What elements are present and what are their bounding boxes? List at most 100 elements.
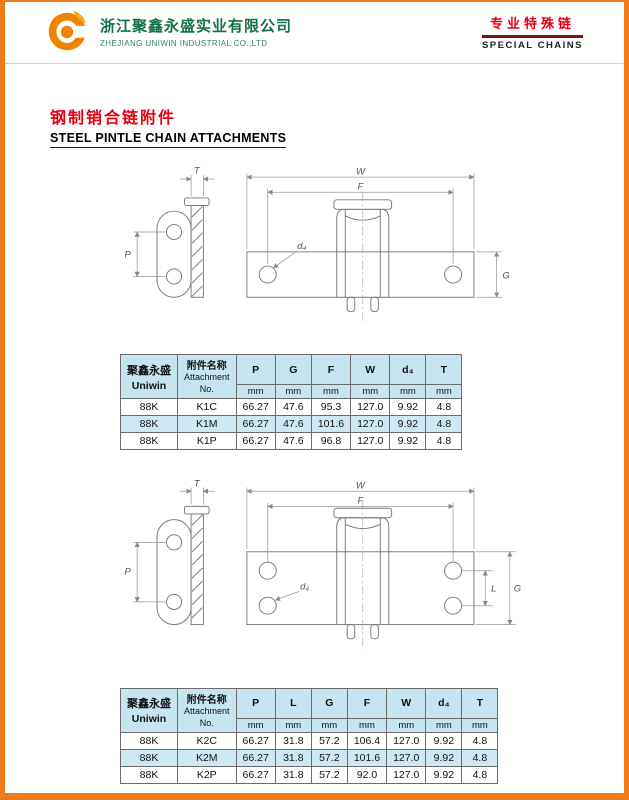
technical-drawing-k2: W F L G d₄ T P — [124, 478, 521, 650]
table-cell: 31.8 — [274, 731, 312, 750]
table-cell: 127.0 — [386, 748, 427, 767]
unit-cell: mm — [235, 383, 276, 399]
page-header: 浙江聚鑫永盛实业有限公司 ZHEJIANG UNIWIN INDUSTRIAL … — [0, 0, 629, 64]
table-cell: 106.4 — [346, 731, 388, 750]
unit-cell: mm — [425, 717, 463, 733]
table-cell: 47.6 — [274, 397, 312, 416]
table-cell: K1C — [177, 397, 237, 416]
table-cell: 9.92 — [425, 765, 463, 784]
dim-label-t: T — [193, 165, 200, 176]
table-cell: 101.6 — [346, 748, 388, 767]
table-cell: K2M — [177, 748, 237, 767]
dim-label-d4: d₄ — [297, 241, 306, 252]
spec-table-k1: 聚鑫永盛 Uniwin 附件名称 Attachment No. P G F W … — [120, 354, 463, 450]
unit-cell: mm — [274, 717, 312, 733]
table-cell: 57.2 — [310, 748, 348, 767]
column-header: G — [274, 354, 312, 385]
dim-label-d4: d₄ — [300, 581, 309, 592]
table-cell: 66.27 — [235, 397, 276, 416]
table-cell: 4.8 — [461, 765, 499, 784]
dim-label-f: F — [357, 181, 364, 192]
tagline-divider — [481, 34, 583, 38]
units-row: mm mm mm mm mm mm mm — [121, 717, 499, 733]
table-cell: 66.27 — [235, 431, 276, 450]
table-cell: 92.0 — [346, 765, 388, 784]
dim-label-w: W — [355, 166, 365, 177]
dimension-lines-k1 — [132, 173, 502, 298]
column-header: F — [346, 688, 388, 719]
side-view-k2 — [156, 505, 210, 625]
column-header: L — [274, 688, 312, 719]
table-cell: 9.92 — [425, 748, 463, 767]
table-cell: 9.92 — [425, 731, 463, 750]
column-header: P — [235, 354, 276, 385]
dim-label-g: G — [513, 583, 520, 594]
table-cell: 4.8 — [425, 397, 463, 416]
section-title-block: 钢制销合链附件 STEEL PINTLE CHAIN ATTACHMENTS — [50, 104, 629, 148]
table-cell: 57.2 — [310, 731, 348, 750]
attachment-header-en1: Attachment — [184, 706, 230, 717]
table-cell: 47.6 — [274, 414, 312, 433]
column-header: G — [310, 688, 348, 719]
brand-cn: 聚鑫永盛 — [127, 364, 171, 377]
table-cell: 127.0 — [350, 397, 391, 416]
table-cell: 9.92 — [389, 397, 427, 416]
column-header: F — [310, 354, 352, 385]
attachment-no-header: 附件名称 Attachment No. — [177, 354, 237, 399]
section-title-en: STEEL PINTLE CHAIN ATTACHMENTS — [50, 128, 287, 148]
table-cell: 47.6 — [274, 431, 312, 450]
company-name-block: 浙江聚鑫永盛实业有限公司 ZHEJIANG UNIWIN INDUSTRIAL … — [100, 15, 292, 48]
column-header: T — [461, 688, 499, 719]
table-cell: 66.27 — [235, 414, 276, 433]
table-cell: 66.27 — [235, 731, 276, 750]
brand-cn: 聚鑫永盛 — [127, 698, 171, 711]
unit-cell: mm — [389, 383, 427, 399]
table-cell: 96.8 — [310, 431, 352, 450]
table-cell: 4.8 — [425, 414, 463, 433]
company-name-cn: 浙江聚鑫永盛实业有限公司 — [100, 18, 293, 35]
side-view-k1 — [156, 197, 210, 298]
table-cell: 127.0 — [350, 414, 391, 433]
table-cell: 31.8 — [274, 748, 312, 767]
table-cell: 88K — [120, 765, 178, 784]
attachment-header-cn: 附件名称 — [186, 695, 227, 707]
section-title-cn: 钢制销合链附件 — [50, 110, 177, 127]
table-cell: 66.27 — [235, 748, 276, 767]
dim-label-g: G — [502, 270, 509, 281]
table-cell: 127.0 — [350, 431, 391, 450]
unit-cell: mm — [425, 383, 463, 399]
column-header: W — [386, 688, 427, 719]
table-cell: 4.8 — [461, 748, 499, 767]
brand-header-cell: 聚鑫永盛 Uniwin — [120, 688, 178, 733]
brand-en: Uniwin — [131, 379, 167, 392]
table-cell: 9.92 — [389, 431, 427, 450]
table-cell: 95.3 — [310, 397, 352, 416]
unit-cell: mm — [235, 717, 276, 733]
company-name-en: ZHEJIANG UNIWIN INDUSTRIAL CO.,LTD — [100, 39, 268, 48]
dim-label-p: P — [124, 566, 131, 577]
dimension-lines-k2 — [132, 487, 516, 625]
table-cell: 88K — [120, 414, 178, 433]
table-cell: K1P — [177, 431, 237, 450]
unit-cell: mm — [274, 383, 312, 399]
table-cell: 57.2 — [310, 765, 348, 784]
attachment-header-en2: No. — [199, 384, 214, 395]
unit-cell: mm — [461, 717, 499, 733]
unit-cell: mm — [310, 717, 348, 733]
spec-table-k2: 聚鑫永盛 Uniwin 附件名称 Attachment No. P L G F … — [120, 688, 499, 784]
tagline-cn: 专业特殊链 — [489, 15, 575, 31]
unit-cell: mm — [350, 383, 391, 399]
table-cell: 88K — [120, 748, 178, 767]
dim-label-l: L — [491, 583, 496, 594]
table-cell: K2P — [177, 765, 237, 784]
brand-en: Uniwin — [131, 713, 167, 726]
attachment-header-en2: No. — [199, 717, 214, 728]
column-header: W — [350, 354, 391, 385]
table-cell: 88K — [120, 431, 178, 450]
